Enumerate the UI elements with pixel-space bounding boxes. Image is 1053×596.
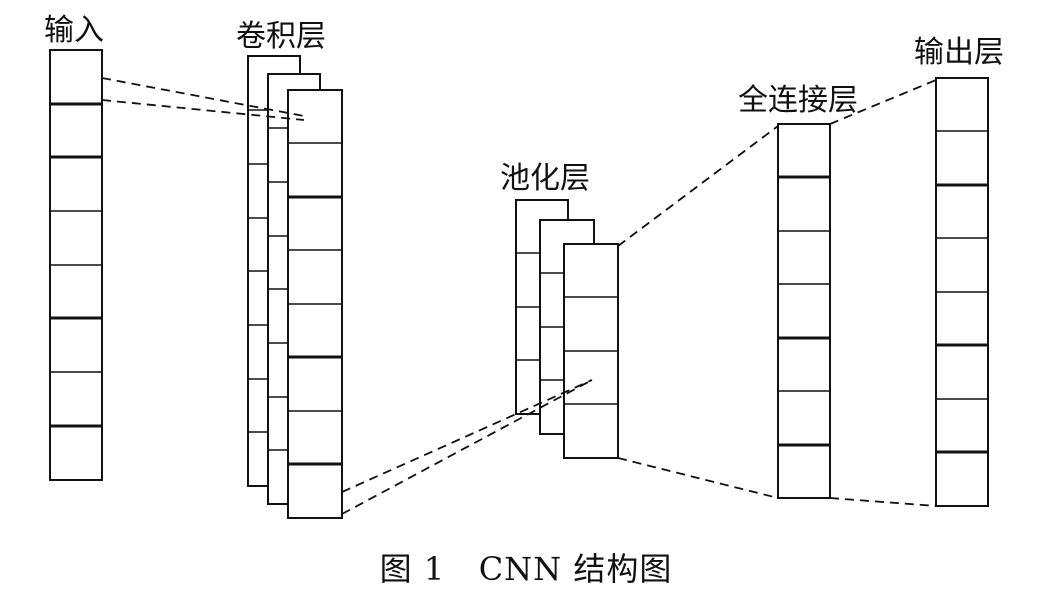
conv-feature-map [287, 89, 343, 519]
conv-to-pool-connector [341, 379, 593, 493]
output-layer-label: 输出层 [914, 35, 1004, 70]
fc-layer-label: 全连接层 [738, 83, 858, 118]
fc-layer [777, 123, 831, 499]
fc-to-output-connector [829, 79, 937, 125]
pool-feature-map [563, 243, 619, 459]
connection-lines [101, 77, 937, 515]
pool-layer [515, 199, 619, 459]
pool-to-fc-connector [617, 457, 779, 499]
input-layer-label: 输入 [44, 13, 104, 48]
conv-layer-label: 卷积层 [236, 19, 326, 54]
pool-to-fc-connector [617, 125, 779, 247]
conv-to-pool-connector [341, 379, 593, 515]
input-layer [49, 49, 103, 481]
fc-to-output-connector [829, 497, 937, 507]
output-layer [935, 77, 989, 507]
input-to-conv-connector [101, 77, 305, 117]
conv-layer [247, 55, 343, 519]
input-to-conv-connector [101, 99, 305, 121]
figure-caption: 图 1 CNN 结构图 [380, 550, 673, 588]
pool-layer-label: 池化层 [500, 161, 590, 196]
